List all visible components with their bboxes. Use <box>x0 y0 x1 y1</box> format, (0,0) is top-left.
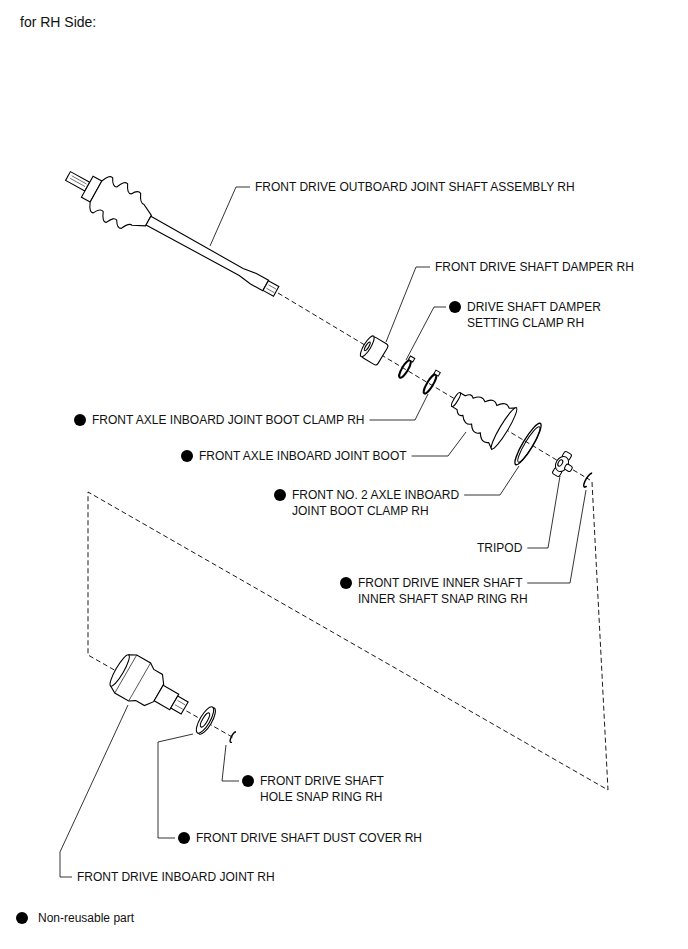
non-reusable-mark <box>74 414 86 426</box>
large-boot-clamp <box>511 421 544 467</box>
legend-swatch <box>16 912 28 924</box>
part-label: FRONT NO. 2 AXLE INBOARD JOINT BOOT CLAM… <box>292 487 487 519</box>
part-label: FRONT DRIVE SHAFT HOLE SNAP RING RH <box>260 773 400 805</box>
non-reusable-mark <box>242 775 254 787</box>
leader-line <box>158 734 193 838</box>
non-reusable-mark <box>449 301 461 313</box>
part-label: FRONT DRIVE OUTBOARD JOINT SHAFT ASSEMBL… <box>255 179 575 195</box>
damper-clamp <box>397 355 415 379</box>
leader-line <box>412 432 466 456</box>
non-reusable-mark <box>178 832 190 844</box>
non-reusable-mark <box>274 489 286 501</box>
snap-ring <box>582 472 594 488</box>
non-reusable-mark <box>340 577 352 589</box>
leader-line <box>60 705 128 877</box>
part-label: FRONT DRIVE INNER SHAFT INNER SHAFT SNAP… <box>358 575 543 607</box>
part-label: DRIVE SHAFT DAMPER SETTING CLAMP RH <box>467 299 627 331</box>
leader-line <box>222 745 239 781</box>
leader-line <box>464 466 519 495</box>
leader-line <box>210 187 250 246</box>
shaft-damper <box>358 334 389 366</box>
joint-boot <box>442 378 520 451</box>
page-heading: for RH Side: <box>20 13 96 31</box>
tripod <box>550 450 578 481</box>
leader-line <box>406 307 446 360</box>
dust-cover <box>193 705 218 737</box>
part-label: FRONT DRIVE INBOARD JOINT RH <box>77 869 275 885</box>
boot-clamp <box>422 370 441 395</box>
part-label: FRONT AXLE INBOARD JOINT BOOT <box>199 448 407 464</box>
leader-line <box>527 476 560 548</box>
leader-line <box>370 394 428 420</box>
outboard-shaft <box>57 156 287 310</box>
part-label: FRONT AXLE INBOARD JOINT BOOT CLAMP RH <box>92 412 365 428</box>
non-reusable-mark <box>181 450 193 462</box>
hole-snap-ring <box>229 731 238 743</box>
legend-text: Non-reusable part <box>38 910 134 926</box>
inboard-joint <box>105 649 195 727</box>
leader-line <box>527 490 586 583</box>
assembly-axis <box>88 293 608 790</box>
part-label: FRONT DRIVE SHAFT DAMPER RH <box>435 259 634 275</box>
part-label: FRONT DRIVE SHAFT DUST COVER RH <box>196 830 422 846</box>
leader-line <box>386 267 430 342</box>
part-label: TRIPOD <box>477 540 522 556</box>
